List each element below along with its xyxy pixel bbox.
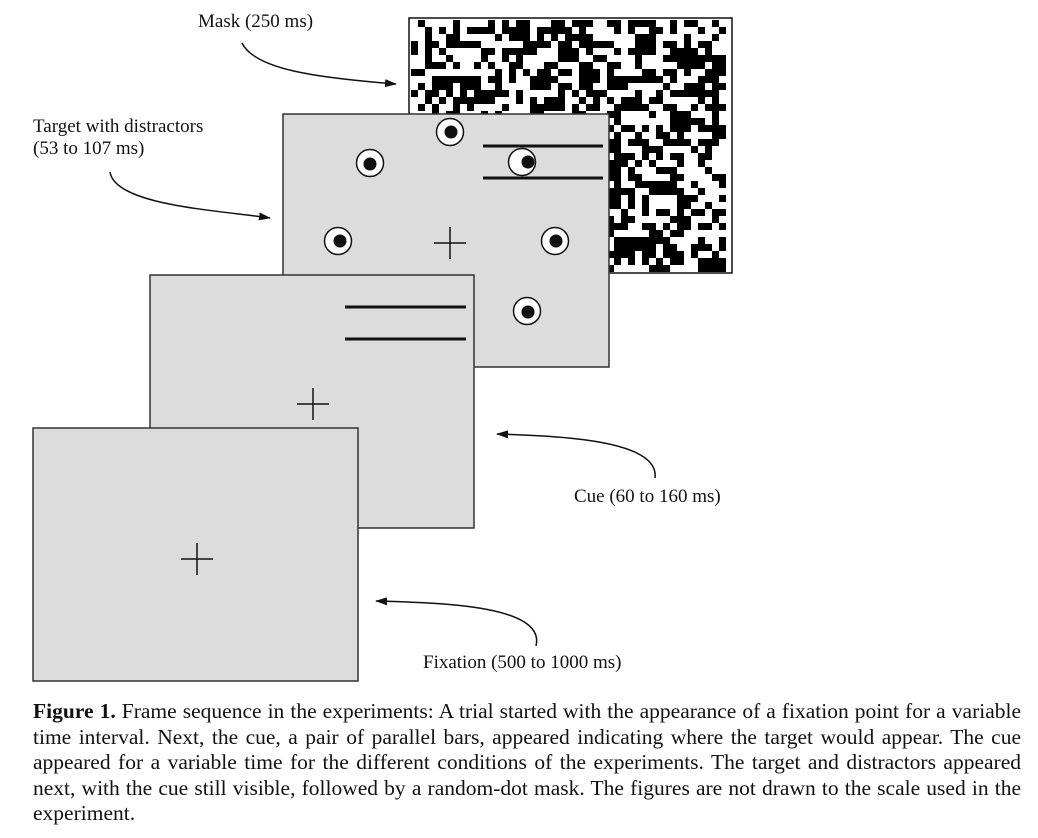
fixation-label: Fixation (500 to 1000 ms) [423, 652, 621, 673]
figure-number: Figure 1. [33, 699, 116, 723]
target-label-line1: Target with distractors [33, 116, 203, 137]
fixation-frame [32, 427, 359, 682]
distractor [435, 117, 465, 147]
distractor [323, 226, 353, 256]
caption-text: Frame sequence in the experiments: A tri… [33, 699, 1022, 826]
mask-arrow [241, 42, 397, 88]
fixation-cross [297, 388, 329, 420]
cue-arrow [496, 430, 656, 479]
target-arrow [109, 171, 271, 221]
target-stimulus [507, 147, 537, 177]
distractor [355, 148, 385, 178]
cue-label: Cue (60 to 160 ms) [574, 486, 721, 507]
distractor [512, 296, 542, 326]
distractor [540, 226, 570, 256]
fixation-cross [434, 227, 466, 259]
fixation-arrow [375, 597, 538, 647]
frame-sequence-diagram: Mask (250 ms) Target with distractors (5… [32, 11, 733, 682]
target-label-line2: (53 to 107 ms) [33, 138, 144, 159]
mask-label: Mask (250 ms) [198, 11, 313, 32]
figure-caption: Figure 1. Frame sequence in the experime… [33, 699, 1021, 827]
fixation-cross [181, 543, 213, 575]
